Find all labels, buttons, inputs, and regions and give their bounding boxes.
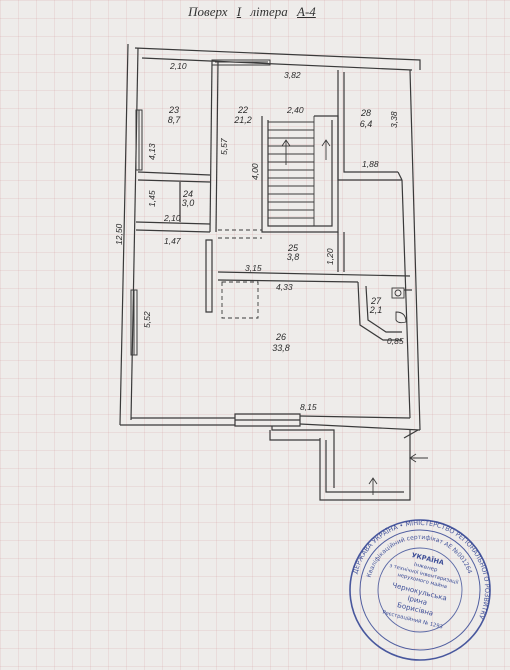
room-26-number: 26 — [275, 332, 286, 342]
dim-4-00: 4,00 — [250, 163, 260, 180]
dim-3-38: 3,38 — [389, 111, 399, 128]
dim-3-82: 3,82 — [284, 70, 301, 80]
dashed-lines — [218, 229, 262, 319]
dim-1-20: 1,20 — [325, 248, 335, 265]
dim-1-47: 1,47 — [164, 236, 181, 246]
dim-4-13: 4,13 — [147, 143, 157, 160]
windows — [130, 59, 271, 356]
dim-2-10-mid: 2,10 — [163, 213, 181, 223]
dimension-labels: 2,10 3,82 2,40 3,38 4,13 5,57 4,00 1,88 … — [114, 61, 404, 412]
room-25-area: 3,8 — [287, 252, 300, 262]
official-stamp: ДЕРЖАВА УКРАЇНА • МІНІСТЕРСТВО РЕГІОНАЛЬ… — [348, 504, 506, 661]
bathroom-fixtures — [391, 287, 407, 324]
floor-value: I — [236, 4, 242, 19]
room-28-number: 28 — [360, 108, 371, 118]
dim-5-52: 5,52 — [142, 311, 152, 328]
dim-2-10-top: 2,10 — [169, 61, 187, 71]
dim-12-50: 12,50 — [114, 223, 124, 245]
dim-4-33: 4,33 — [276, 282, 293, 292]
room-labels: 23 8,7 22 21,2 28 6,4 24 3,0 25 3,8 27 2… — [168, 105, 383, 353]
room-27-number: 27 — [370, 296, 382, 306]
room-27-area: 2,1 — [369, 305, 383, 315]
dim-5-57: 5,57 — [219, 138, 229, 155]
dim-3-15: 3,15 — [245, 263, 262, 273]
floor-label: Поверх — [188, 4, 228, 19]
letter-value: А-4 — [297, 4, 316, 19]
room-23-area: 8,7 — [168, 115, 182, 125]
room-28-area: 6,4 — [360, 119, 373, 129]
room-25-number: 25 — [287, 243, 299, 253]
room-24-area: 3,0 — [182, 198, 195, 208]
letter-label: літера — [250, 4, 288, 19]
stamp-line2: Інженер — [413, 562, 438, 574]
staircase — [268, 116, 331, 226]
walls — [119, 43, 421, 501]
dim-0-85: 0,85 — [387, 336, 404, 346]
floor-header: Поверх I літера А-4 — [0, 4, 510, 20]
dim-2-40: 2,40 — [286, 105, 304, 115]
room-22-number: 22 — [237, 105, 248, 115]
room-22-area: 21,2 — [233, 115, 252, 125]
dim-1-45: 1,45 — [147, 190, 157, 207]
dim-1-88: 1,88 — [362, 159, 379, 169]
entrance-arrows — [368, 453, 428, 495]
room-26-area: 33,8 — [272, 343, 290, 353]
room-23-number: 23 — [168, 105, 179, 115]
dim-8-15: 8,15 — [300, 402, 317, 412]
room-24-number: 24 — [182, 189, 193, 199]
